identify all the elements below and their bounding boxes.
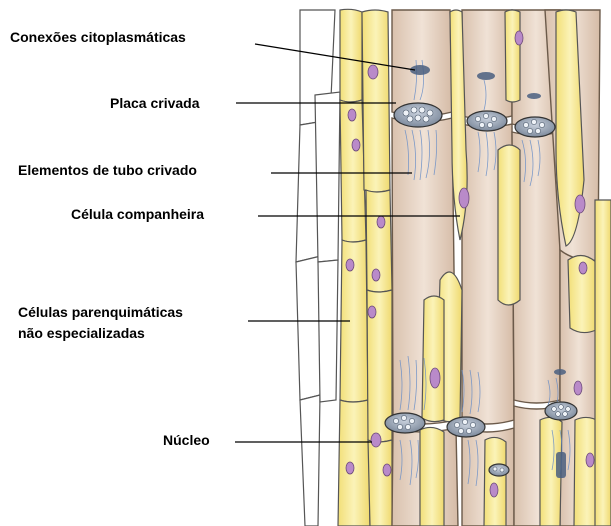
- label-conexoes-citoplasmaticas: Conexões citoplasmáticas: [10, 28, 186, 46]
- nucleus: [574, 381, 582, 395]
- leader-line-conexoes: [255, 44, 415, 70]
- nucleus: [346, 462, 354, 474]
- nucleus: [352, 139, 360, 151]
- label-placa-crivada: Placa crivada: [110, 94, 200, 112]
- nucleus: [368, 65, 378, 79]
- nucleus: [490, 483, 498, 497]
- nucleus: [346, 259, 354, 271]
- nucleus: [368, 306, 376, 318]
- nucleus: [586, 453, 594, 467]
- nucleus: [372, 269, 380, 281]
- label-elementos-tubo-crivado: Elementos de tubo crivado: [18, 161, 197, 179]
- nucleus: [371, 433, 381, 447]
- nucleus: [377, 216, 385, 228]
- nucleus: [459, 188, 469, 208]
- nucleus: [579, 262, 587, 274]
- nucleus: [383, 464, 391, 476]
- nucleus: [348, 109, 356, 121]
- label-nucleo: Núcleo: [163, 431, 210, 449]
- outer-parenchyma-cells: [296, 10, 340, 526]
- sieve-plate: [489, 464, 509, 476]
- nucleus: [430, 368, 440, 388]
- nucleus: [575, 195, 585, 213]
- label-celula-companheira: Célula companheira: [71, 205, 204, 223]
- label-celulas-parenquimaticas: Células parenquimáticas: [18, 303, 183, 321]
- label-nao-especializadas: não especializadas: [18, 324, 145, 342]
- nucleus: [515, 31, 523, 45]
